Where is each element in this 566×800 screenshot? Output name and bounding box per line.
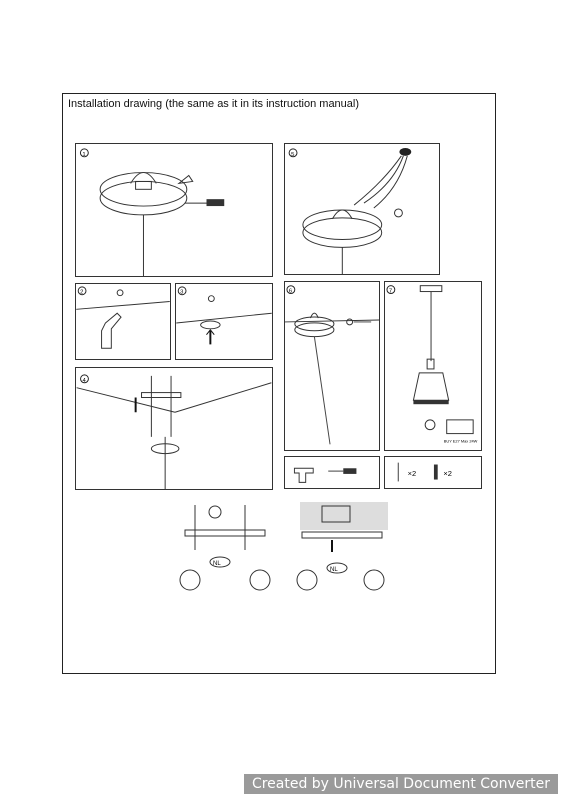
screws-anchors-icon: ×2 ×2 — [397, 462, 452, 482]
drill-screwdriver-tools-icon — [293, 467, 357, 483]
step-6-panel: 6 — [284, 281, 380, 451]
anchor-qty: ×2 — [443, 469, 452, 478]
step-2-panel: 2 — [75, 283, 171, 360]
svg-text:6: 6 — [289, 289, 292, 295]
document-frame — [62, 93, 496, 674]
anchor-insert-icon: 3 — [176, 286, 272, 345]
step-5-panel: 5 — [284, 143, 440, 275]
screw-qty: ×2 — [408, 469, 417, 478]
step-4-panel: 4 — [75, 367, 273, 490]
svg-text:5: 5 — [291, 152, 295, 158]
canopy-fix-icon: 6 — [285, 285, 379, 445]
parts-panel: ×2 ×2 — [384, 456, 482, 489]
mounting-bar-icon: 4 — [76, 374, 272, 489]
svg-text:7: 7 — [389, 289, 392, 295]
earth-wiring-right-icon: NL — [296, 502, 388, 591]
page-title: Installation drawing (the same as it in … — [68, 98, 360, 110]
earth-label-right: NL — [330, 567, 338, 573]
svg-text:2: 2 — [80, 290, 83, 296]
earth-label-left: NL — [213, 561, 221, 567]
drill-ceiling-icon: 2 — [76, 286, 170, 349]
pendant-shade-icon: 7 BUY E27 Max 24W — [386, 285, 478, 443]
svg-text:4: 4 — [83, 378, 87, 384]
tools-panel — [284, 456, 380, 489]
wire-connection-icon: 5 — [288, 147, 412, 274]
bulb-label: BUY E27 Max 24W — [444, 438, 478, 443]
step-1-panel: 1 — [75, 143, 273, 277]
earth-wiring-left-icon: NL — [179, 505, 271, 591]
svg-text:3: 3 — [180, 290, 183, 296]
step-number: 1 — [82, 152, 85, 158]
step-3-panel: 3 — [175, 283, 273, 360]
screwdriver-canopy-icon: 1 — [79, 148, 225, 276]
watermark: Created by Universal Document Converter — [243, 774, 558, 794]
step-7-panel: 7 BUY E27 Max 24W — [384, 281, 482, 451]
